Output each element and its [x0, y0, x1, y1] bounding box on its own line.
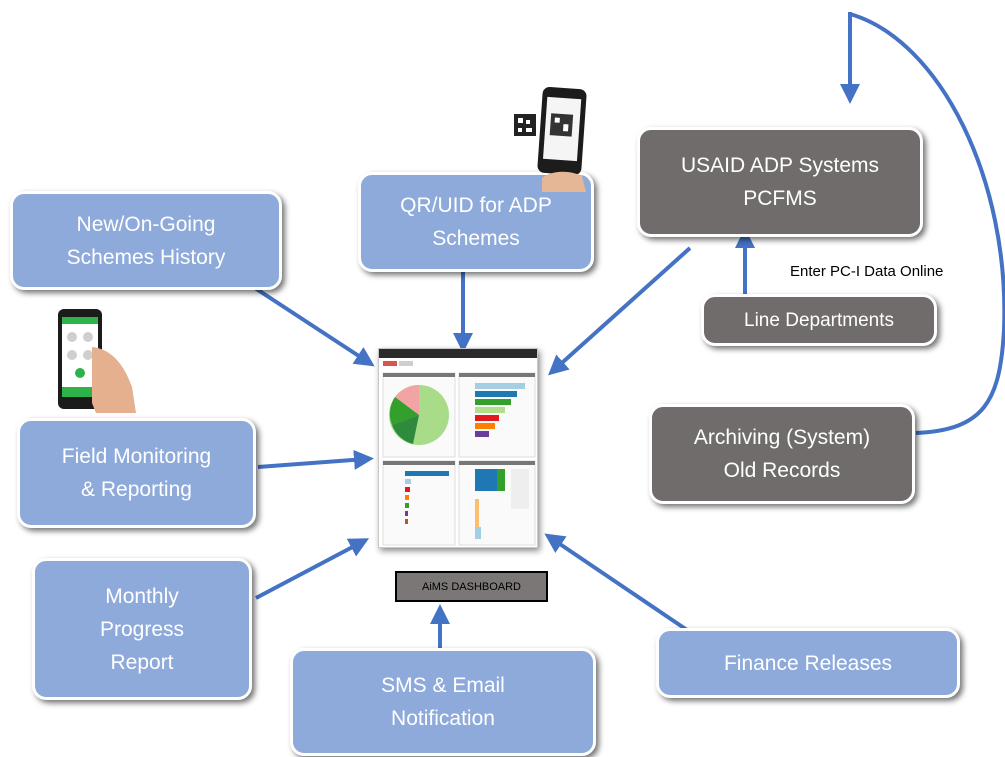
sms-email-box[interactable]: SMS & Email Notification [290, 648, 596, 756]
monthly-progress-box[interactable]: Monthly Progress Report [32, 558, 252, 700]
dashboard-screenshot [378, 348, 538, 548]
finance-releases-box[interactable]: Finance Releases [656, 628, 960, 698]
enter-pc1-label: Enter PC-I Data Online [790, 263, 944, 280]
archiving-box[interactable]: Archiving (System) Old Records [649, 404, 915, 504]
arrow-archiving-loop [840, 12, 1005, 435]
arrow-monthly [255, 538, 370, 600]
smartphone-qr-icon [512, 86, 592, 199]
arrow-usaid [548, 246, 692, 376]
line-departments-box[interactable]: Line Departments [701, 294, 937, 346]
dashboard-thumbnail-graphic [379, 349, 537, 546]
arrow-field-monitoring [257, 449, 374, 470]
new-schemes-history-box[interactable]: New/On-Going Schemes History [10, 191, 282, 290]
arrow-finance [544, 533, 692, 634]
arrow-new-schemes [253, 286, 375, 367]
field-monitoring-box[interactable]: Field Monitoring & Reporting [17, 418, 256, 528]
aims-dashboard-label: AiMS DASHBOARD [395, 571, 548, 602]
usaid-adp-systems-box[interactable]: USAID ADP Systems PCFMS [637, 127, 923, 237]
smartphone-app-icon [52, 307, 142, 420]
